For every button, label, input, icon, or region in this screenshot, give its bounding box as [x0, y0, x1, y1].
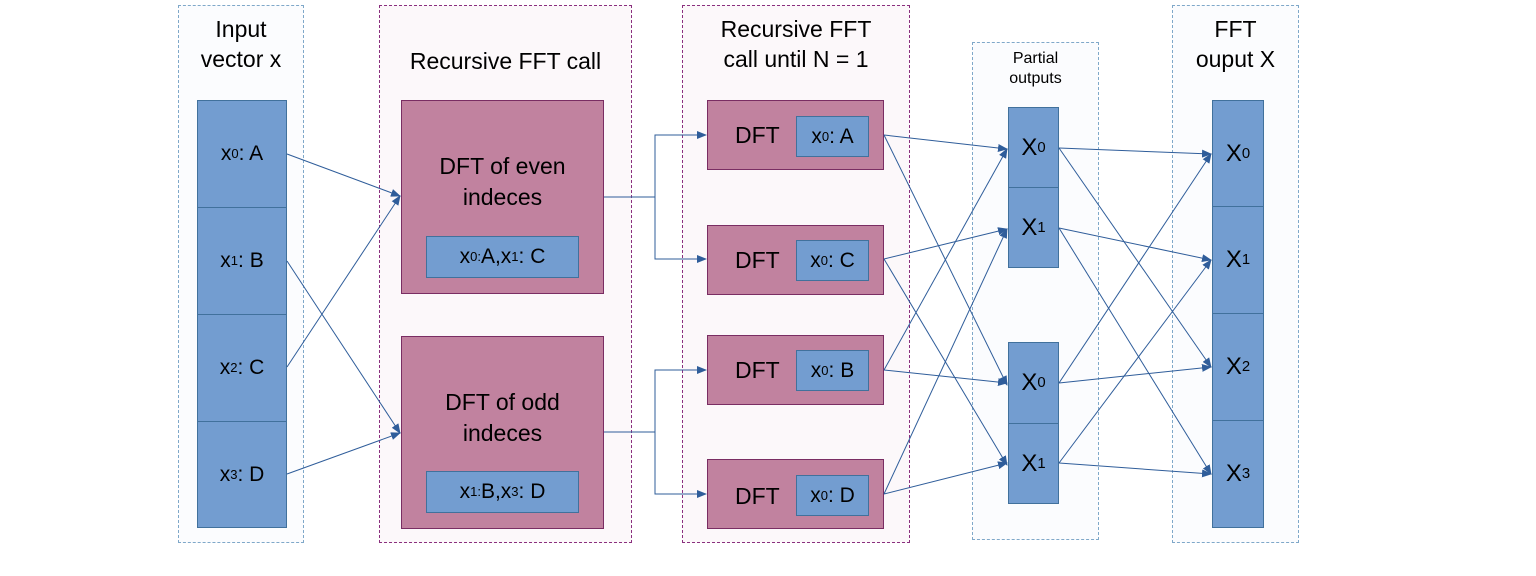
input-cell-val: : B [238, 249, 264, 272]
output-var: X [1225, 460, 1242, 487]
input-cell-val: : D [237, 462, 265, 486]
inner-val: A, [480, 245, 501, 268]
dft-leaf-label: DFT [735, 357, 780, 383]
dft-leaf-label: DFT [735, 247, 780, 273]
dft-odd-label: DFT of odd indeces [445, 389, 560, 446]
partial-var: X [1021, 449, 1038, 477]
dft-leaf-label: DFT [735, 483, 780, 509]
input-cell-val: : A [238, 142, 264, 165]
inner-val: : B [828, 358, 855, 382]
inner-var: x [500, 480, 512, 503]
partial-var: X [1021, 213, 1038, 241]
input-cell-val: : C [237, 356, 265, 379]
partial-var: X [1021, 369, 1038, 396]
inner-var: x [500, 245, 512, 268]
dft-even-label: DFT of even indeces [439, 153, 566, 210]
input-cell-var: x [219, 356, 231, 379]
recursive-until-title: Recursive FFT call until N = 1 [720, 16, 872, 72]
recursive-fft-title: Recursive FFT call [409, 48, 602, 74]
inner-var: x [810, 483, 821, 507]
output-var: X [1225, 139, 1242, 167]
output-var: X [1225, 246, 1242, 273]
partial-outputs-title: Partial outputs [1009, 50, 1062, 87]
inner-var: x [459, 245, 471, 268]
inner-var: x [810, 358, 822, 382]
inner-val: : D [518, 480, 546, 503]
inner-val: : D [827, 483, 855, 507]
fft-output-title: FFT ouput X [1195, 16, 1276, 72]
input-vector-title: Input vector x [200, 16, 282, 72]
inner-var: x [810, 248, 821, 272]
inner-val: : A [829, 124, 854, 148]
input-cell-var: x [219, 462, 231, 486]
input-cell-var: x [220, 249, 231, 272]
output-var: X [1225, 353, 1242, 380]
inner-var: x [459, 480, 471, 503]
inner-val: : C [518, 245, 546, 268]
partial-var: X [1021, 133, 1038, 161]
dft-leaf-label: DFT [735, 122, 780, 148]
inner-val: : C [827, 248, 855, 272]
input-cell-var: x [220, 142, 232, 165]
inner-var: x [811, 124, 822, 148]
inner-val: B, [480, 480, 501, 503]
